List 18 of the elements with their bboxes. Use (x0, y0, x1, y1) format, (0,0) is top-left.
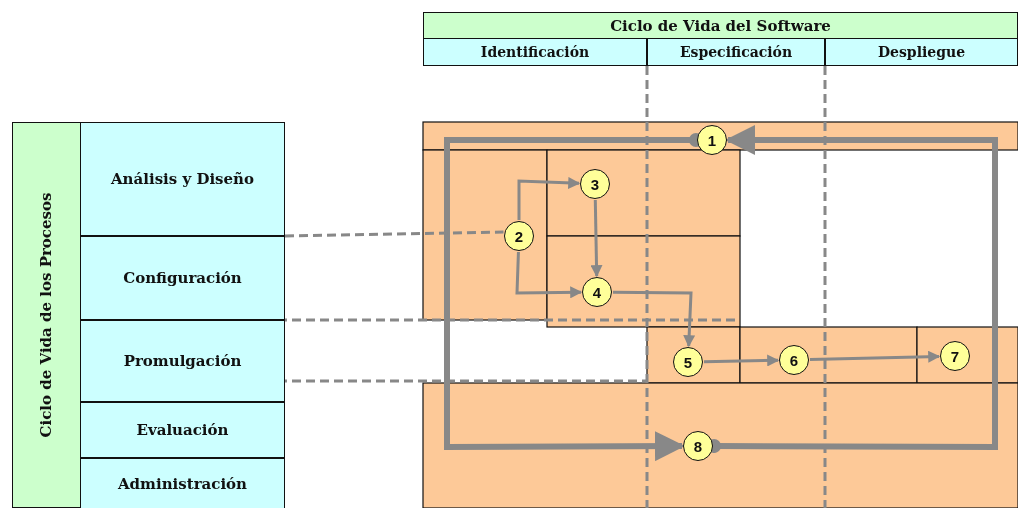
phase-header: Especificación (647, 38, 825, 66)
arrow (590, 199, 603, 278)
arrow (517, 176, 581, 220)
vertical-header (12, 122, 81, 508)
process-row: Administración (80, 458, 285, 508)
arrow (809, 350, 941, 363)
process-row: Evaluación (80, 402, 285, 458)
arrow (613, 290, 696, 348)
arrow (515, 251, 583, 299)
process-row: Configuración (80, 236, 285, 320)
header-text: Ciclo de Vida de los Procesos (37, 192, 56, 438)
title-header: Ciclo de Vida del Software (423, 12, 1018, 39)
process-row: Análisis y Diseño (80, 122, 285, 236)
phase-header: Identificación (423, 38, 647, 66)
arrow (703, 354, 780, 367)
process-row: Promulgación (80, 320, 285, 402)
phase-header: Despliegue (825, 38, 1018, 66)
connector-line (284, 230, 504, 238)
